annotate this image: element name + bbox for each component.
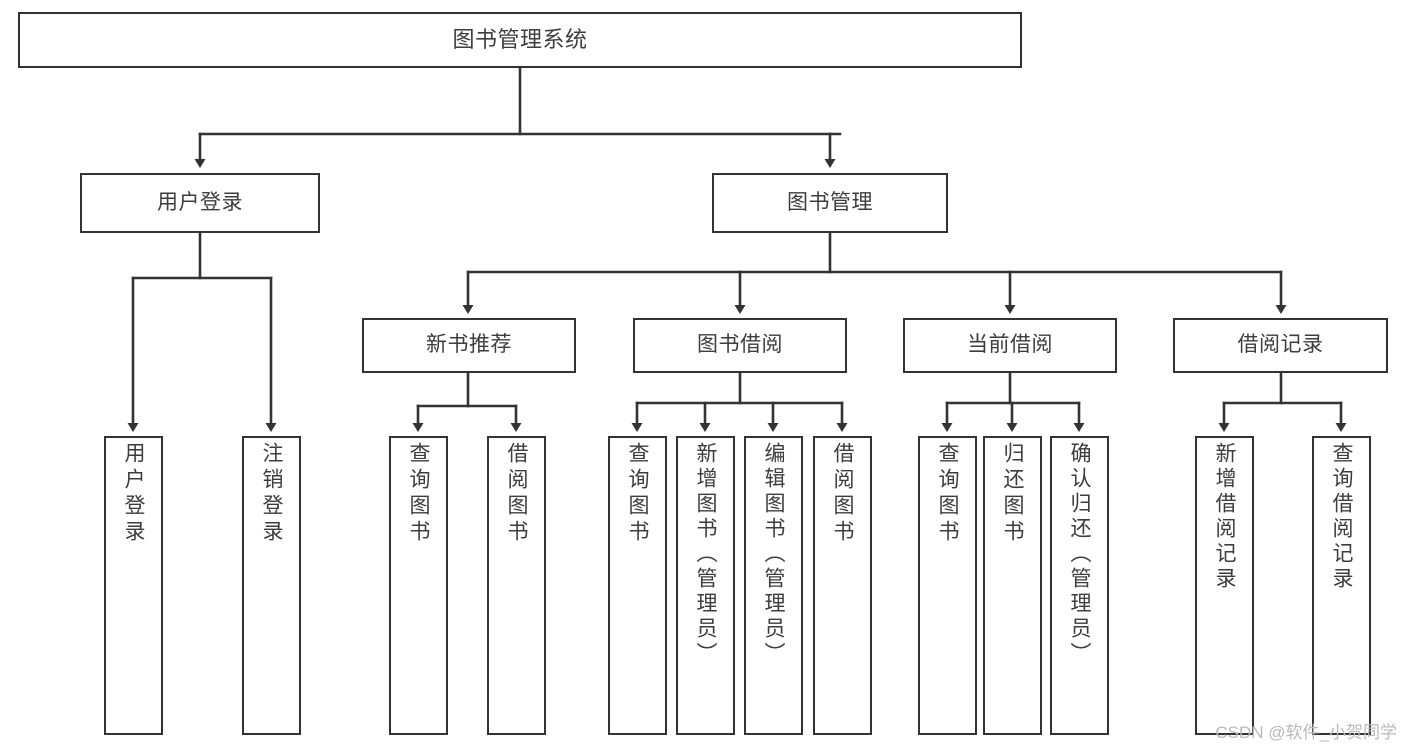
node-label: 新书推荐 bbox=[426, 333, 512, 357]
node-leaf-query-book-3[interactable]: 查询图书 bbox=[918, 436, 977, 735]
node-current-borrow[interactable]: 当前借阅 bbox=[903, 318, 1117, 373]
node-leaf-query-book-1[interactable]: 查询图书 bbox=[389, 436, 448, 735]
node-leaf-query-record[interactable]: 查询借阅记录 bbox=[1312, 436, 1371, 735]
node-label: 查询图书 bbox=[407, 442, 430, 546]
node-label: 新增借阅记录 bbox=[1213, 442, 1236, 592]
node-label: 借阅记录 bbox=[1237, 333, 1324, 357]
node-new-book-recommend[interactable]: 新书推荐 bbox=[362, 318, 576, 373]
node-leaf-confirm-return[interactable]: 确认归还（管理员） bbox=[1050, 436, 1109, 735]
node-leaf-borrow-book-1[interactable]: 借阅图书 bbox=[487, 436, 546, 735]
node-label: 图书管理 bbox=[787, 190, 873, 214]
node-label: 编辑图书（管理员） bbox=[762, 442, 785, 667]
node-label: 查询图书 bbox=[626, 442, 649, 546]
node-label: 查询借阅记录 bbox=[1330, 442, 1353, 592]
node-leaf-add-book[interactable]: 新增图书（管理员） bbox=[676, 436, 735, 735]
node-leaf-return-book[interactable]: 归还图书 bbox=[983, 436, 1042, 735]
node-label: 查询图书 bbox=[936, 442, 959, 546]
node-label: 归还图书 bbox=[1001, 442, 1024, 546]
node-leaf-borrow-book-2[interactable]: 借阅图书 bbox=[813, 436, 872, 735]
node-label: 用户登录 bbox=[157, 190, 243, 214]
node-user-login[interactable]: 用户登录 bbox=[80, 173, 320, 233]
node-label: 确认归还（管理员） bbox=[1068, 442, 1091, 667]
node-leaf-add-record[interactable]: 新增借阅记录 bbox=[1195, 436, 1254, 735]
node-label: 借阅图书 bbox=[505, 442, 528, 546]
node-book-borrow[interactable]: 图书借阅 bbox=[633, 318, 847, 373]
node-leaf-edit-book[interactable]: 编辑图书（管理员） bbox=[744, 436, 803, 735]
node-label: 图书借阅 bbox=[697, 333, 783, 357]
node-root-system[interactable]: 图书管理系统 bbox=[18, 12, 1022, 68]
node-label: 图书管理系统 bbox=[452, 27, 588, 53]
node-label: 当前借阅 bbox=[967, 333, 1053, 357]
node-leaf-logout-login[interactable]: 注销登录 bbox=[242, 436, 301, 735]
node-book-manage[interactable]: 图书管理 bbox=[712, 173, 948, 233]
node-borrow-record[interactable]: 借阅记录 bbox=[1173, 318, 1388, 373]
node-label: 用户登录 bbox=[122, 442, 145, 546]
node-label: 注销登录 bbox=[260, 442, 283, 546]
node-label: 新增图书（管理员） bbox=[694, 442, 717, 667]
node-leaf-query-book-2[interactable]: 查询图书 bbox=[608, 436, 667, 735]
node-leaf-user-login[interactable]: 用户登录 bbox=[104, 436, 163, 735]
node-label: 借阅图书 bbox=[831, 442, 854, 546]
